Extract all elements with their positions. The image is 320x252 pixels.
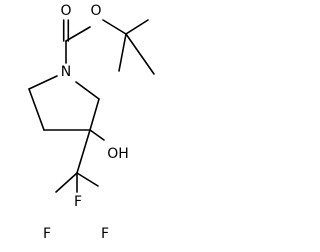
fluorine-left-label: F: [43, 226, 51, 242]
carbonyl-oxygen-label: O: [60, 3, 71, 19]
bond-ring-c4-c5: [28, 88, 45, 131]
bond-ring-n-c2: [75, 81, 100, 100]
bond-tbutyl-methyl-down: [118, 33, 127, 72]
bond-c3-cf3: [76, 129, 91, 174]
ring-nitrogen-label: N: [61, 64, 71, 80]
bond-cf3-f-right: [76, 172, 99, 187]
fluorine-right-label: F: [101, 226, 109, 242]
hydroxyl-label: OH: [107, 146, 129, 162]
bond-ester-tbutyl: [102, 19, 127, 35]
fluorine-top-label: F: [74, 194, 82, 210]
bond-tbutyl-methyl-right: [125, 33, 155, 75]
ester-oxygen-label: O: [90, 3, 101, 19]
bond-ring-c5-n: [28, 75, 58, 90]
bond-carbonyl-ester: [65, 26, 91, 42]
bond-tbutyl-methyl-top: [125, 19, 149, 35]
bond-ring-c2-c3: [89, 98, 100, 131]
bond-cf3-f-left: [55, 172, 78, 193]
chemical-structure: O O N OH F F F: [28, 3, 155, 242]
bond-c3-hydroxyl: [89, 129, 105, 141]
